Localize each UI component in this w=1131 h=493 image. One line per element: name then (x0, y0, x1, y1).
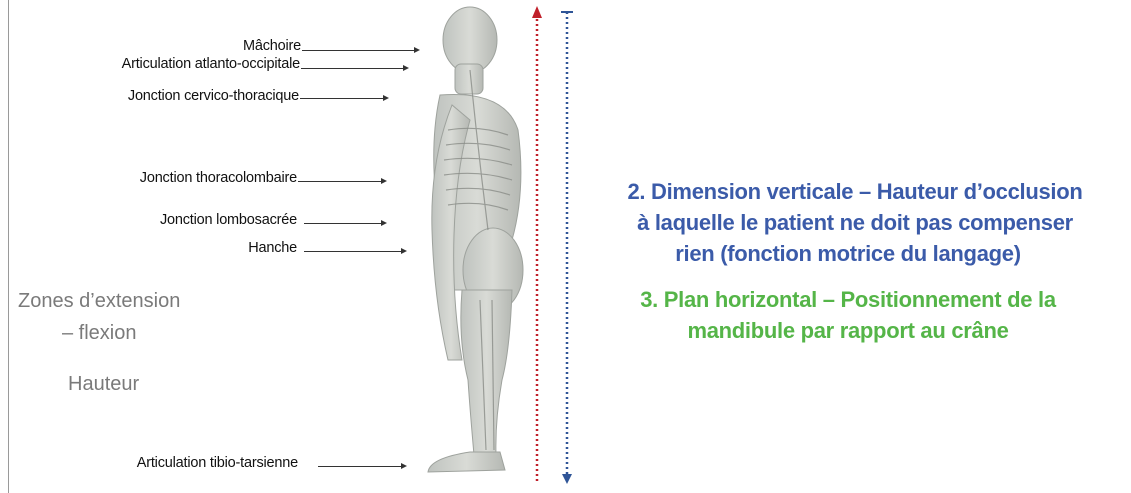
horizontal-plane-line2: mandibule par rapport au crâne (565, 315, 1131, 346)
label-ankle: Articulation tibio-tarsienne (137, 455, 298, 471)
vertical-dimension-line2: à laquelle le patient ne doit pas compen… (565, 207, 1131, 238)
leader-cervico (300, 98, 384, 99)
leader-hip-head (401, 248, 407, 254)
leader-ankle-head (401, 463, 407, 469)
label-jaw: Mâchoire (243, 38, 301, 54)
label-cervico: Jonction cervico-thoracique (128, 88, 299, 104)
leader-cervico-head (383, 95, 389, 101)
leader-thoraco-head (381, 178, 387, 184)
zones-extension-line1: Zones d’extension (18, 290, 180, 313)
label-lombo: Jonction lombosacrée (160, 212, 297, 228)
leader-jaw (302, 50, 415, 51)
leader-hip (304, 251, 402, 252)
zones-extension-line2: – flexion (62, 322, 137, 345)
vertical-dimension-line1: 2. Dimension verticale – Hauteur d’occlu… (565, 176, 1131, 207)
vertical-dimension-line3: rien (fonction motrice du langage) (565, 238, 1131, 269)
leader-thoraco (298, 181, 382, 182)
leader-jaw-head (414, 47, 420, 53)
body-silhouette (428, 7, 523, 472)
leader-atlanto-head (403, 65, 409, 71)
label-hip: Hanche (248, 240, 297, 256)
leader-lombo (304, 223, 382, 224)
leader-atlanto (301, 68, 404, 69)
label-thoraco: Jonction thoracolombaire (140, 170, 297, 186)
leader-ankle (318, 466, 402, 467)
leader-lombo-head (381, 220, 387, 226)
zones-height: Hauteur (68, 373, 139, 396)
horizontal-plane-line1: 3. Plan horizontal – Positionnement de l… (565, 284, 1131, 315)
height-red-arrow (532, 6, 542, 482)
label-atlanto: Articulation atlanto-occipitale (122, 56, 300, 72)
